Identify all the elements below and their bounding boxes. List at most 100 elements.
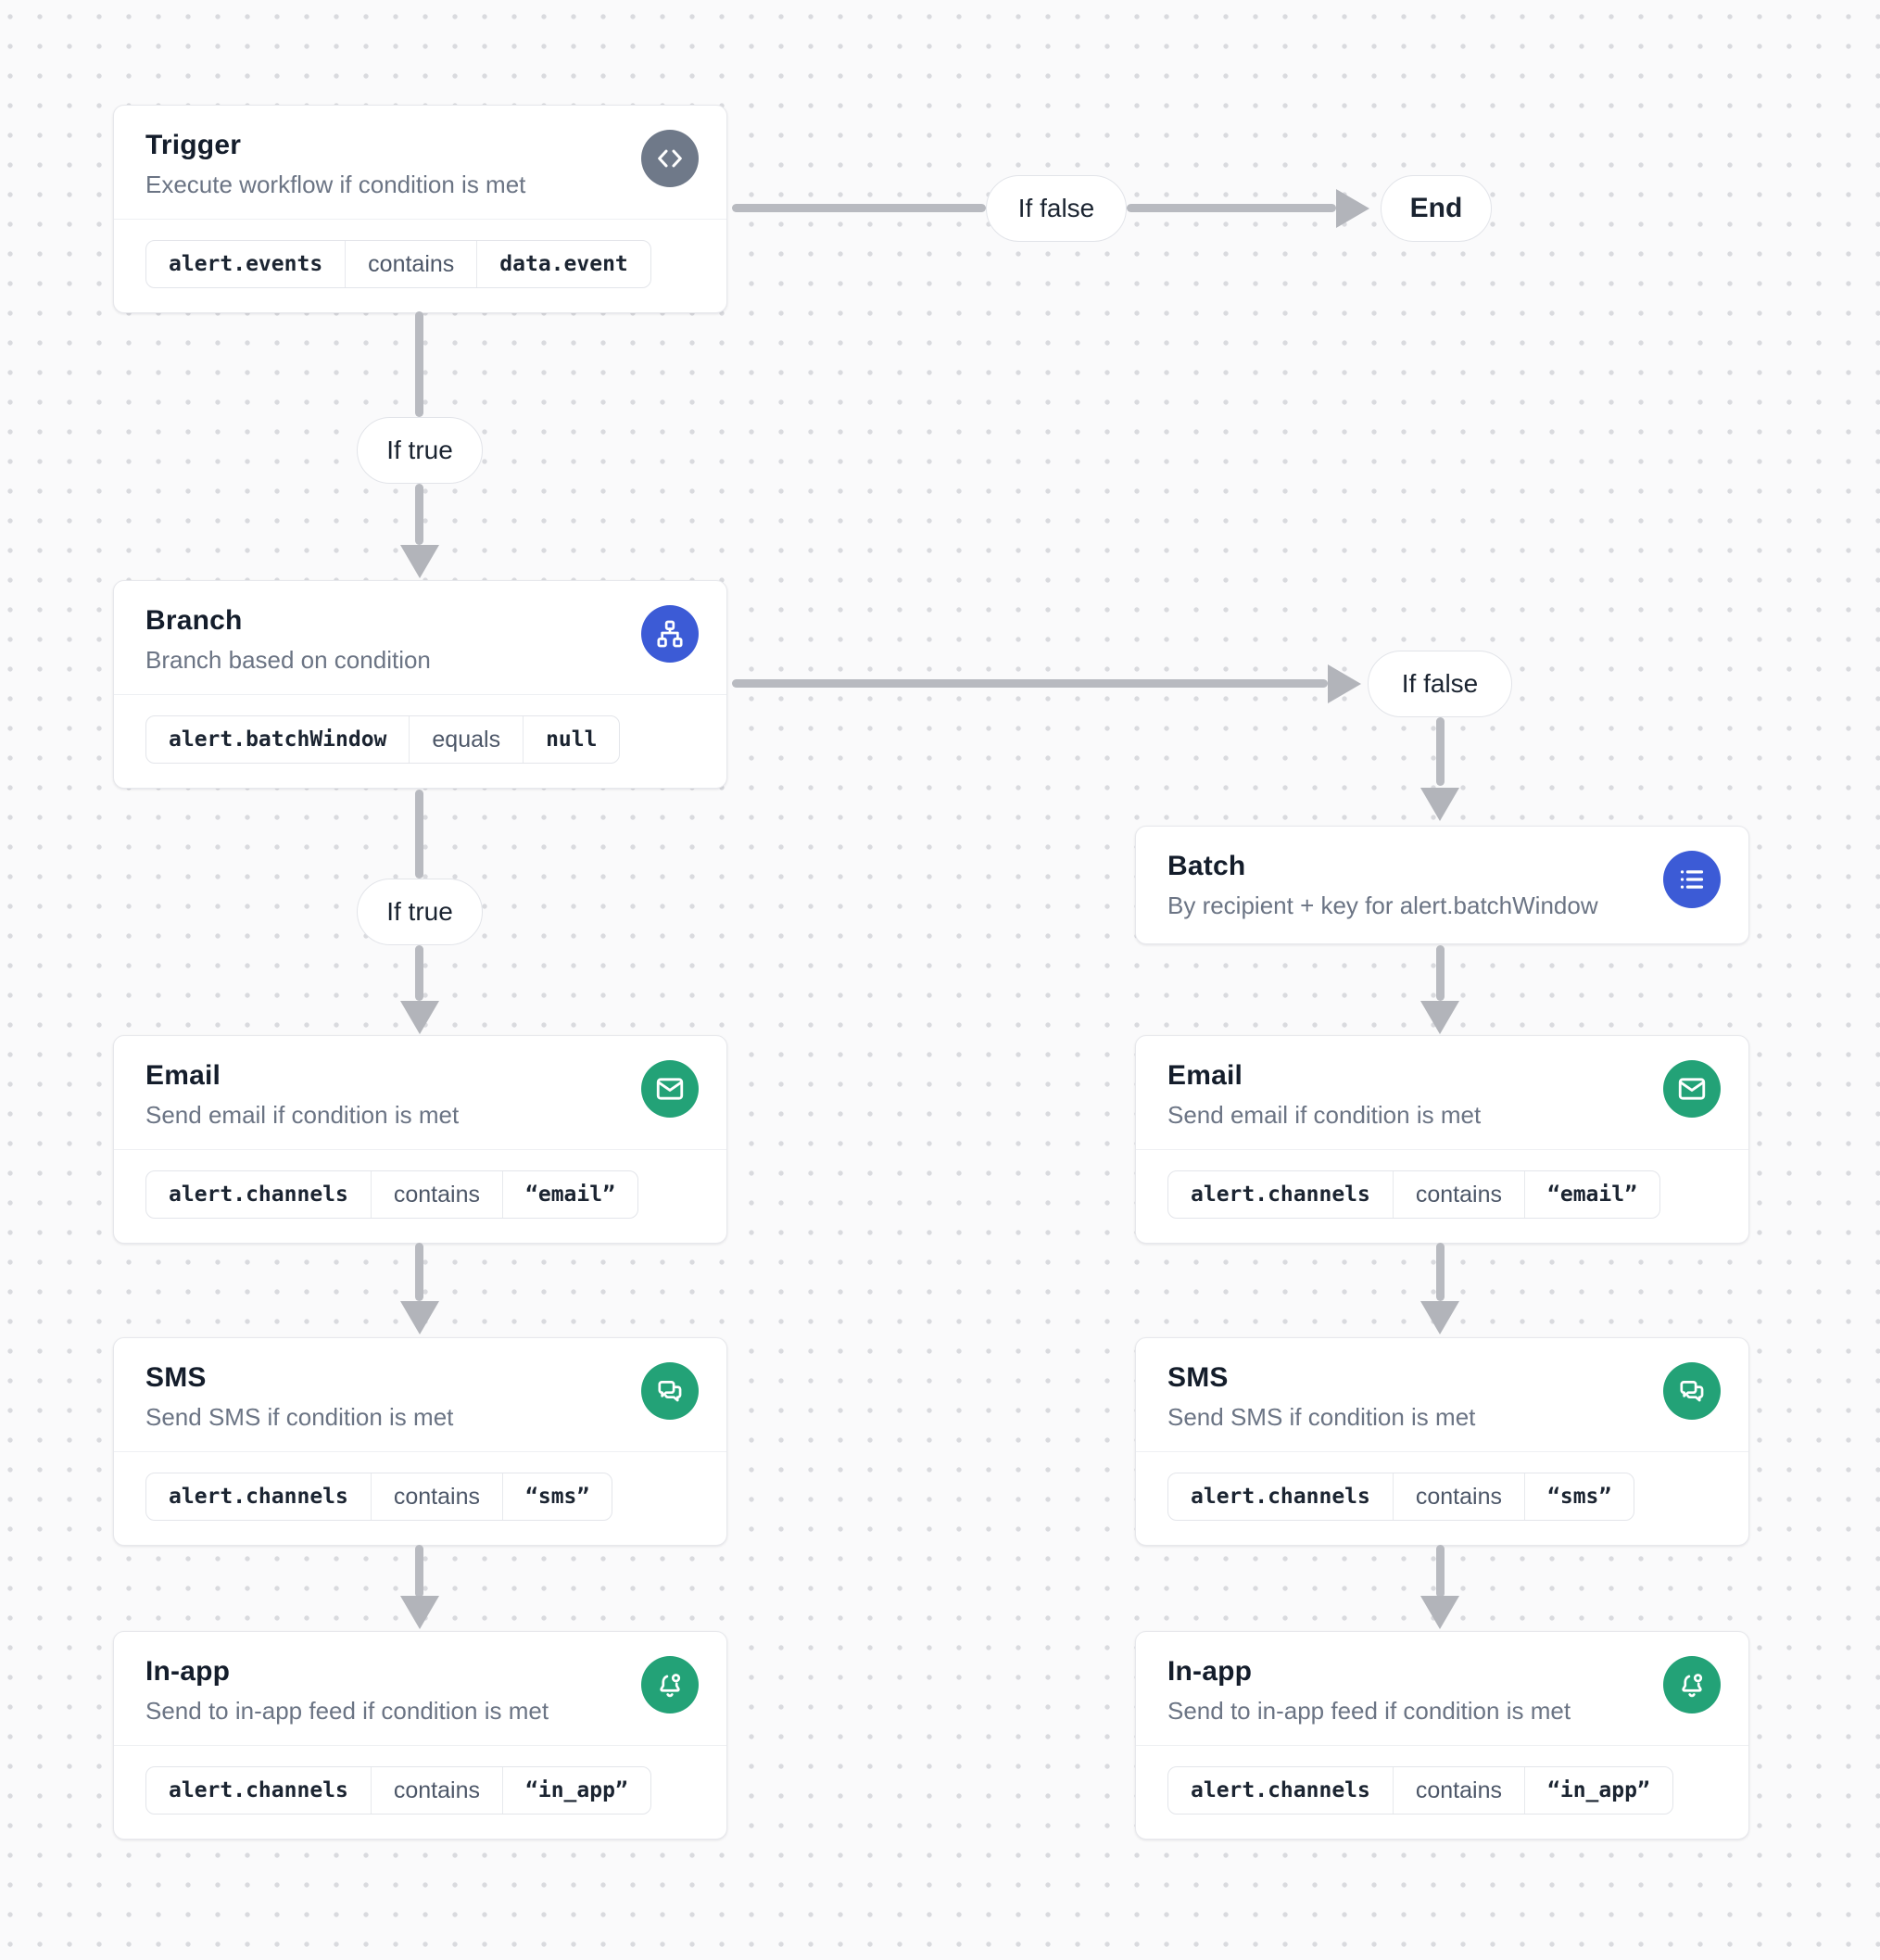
node-title: SMS [145, 1362, 207, 1393]
node-title: In-app [145, 1656, 231, 1687]
condition-section: alert.channels contains “email” [114, 1149, 726, 1243]
condition-field: alert.channels [1191, 1485, 1370, 1509]
condition-operator: contains [370, 1171, 502, 1218]
condition-chip: alert.channels contains “email” [1167, 1170, 1660, 1219]
arrow-head [1420, 1001, 1459, 1034]
condition-field: alert.channels [169, 1182, 348, 1207]
arrow-line [732, 204, 986, 212]
node-header: Branch Branch based on condition [114, 581, 726, 694]
condition-field: alert.batchWindow [169, 727, 387, 752]
condition-field: alert.channels [1191, 1182, 1370, 1207]
node-subtitle: Send to in-app feed if condition is met [145, 1697, 549, 1725]
condition-section: alert.batchWindow equals null [114, 694, 726, 788]
arrow-line [1436, 1545, 1445, 1598]
arrow-line [732, 679, 1328, 688]
node-header: SMS Send SMS if condition is met [114, 1338, 726, 1451]
arrow-head [1328, 664, 1361, 703]
condition-chip: alert.channels contains “in_app” [1167, 1766, 1673, 1815]
condition-field: alert.channels [1191, 1778, 1370, 1802]
node-title: Email [145, 1060, 221, 1091]
condition-section: alert.channels contains “sms” [1136, 1451, 1748, 1545]
condition-operator: contains [1392, 1171, 1524, 1218]
arrow-head [400, 1596, 439, 1629]
node-header: Email Send email if condition is met [114, 1036, 726, 1149]
node-header: Email Send email if condition is met [1136, 1036, 1748, 1149]
condition-section: alert.events contains data.event [114, 219, 726, 312]
node-title: Trigger [145, 130, 242, 160]
condition-value: “sms” [502, 1473, 612, 1520]
node-title: In-app [1167, 1656, 1253, 1687]
condition-operator: contains [370, 1767, 502, 1814]
condition-value: data.event [476, 241, 650, 287]
bell-icon [1663, 1656, 1721, 1713]
arrow-line [415, 790, 423, 879]
chat-bubbles-icon [1663, 1362, 1721, 1420]
arrow-head [400, 545, 439, 578]
arrow-head [1420, 788, 1459, 821]
condition-field: alert.events [169, 252, 323, 276]
end-node: End [1381, 175, 1492, 242]
node-subtitle: Send SMS if condition is met [1167, 1403, 1476, 1431]
in-app-node-right[interactable]: In-app Send to in-app feed if condition … [1135, 1631, 1749, 1840]
node-title: Email [1167, 1060, 1243, 1091]
condition-value: “sms” [1524, 1473, 1634, 1520]
edge-label-if-true: If true [357, 417, 483, 484]
in-app-node-left[interactable]: In-app Send to in-app feed if condition … [113, 1631, 727, 1840]
chat-bubbles-icon [641, 1362, 699, 1420]
condition-operator: contains [1392, 1767, 1524, 1814]
arrow-line [1436, 717, 1445, 786]
condition-value: null [523, 716, 619, 763]
condition-field: alert.channels [169, 1485, 348, 1509]
node-header: In-app Send to in-app feed if condition … [114, 1632, 726, 1745]
envelope-icon [641, 1060, 699, 1118]
node-subtitle: Send email if condition is met [145, 1101, 460, 1129]
condition-chip: alert.channels contains “sms” [1167, 1473, 1635, 1521]
node-subtitle: By recipient + key for alert.batchWindow [1167, 891, 1598, 919]
node-subtitle: Send email if condition is met [1167, 1101, 1482, 1129]
trigger-node[interactable]: Trigger Execute workflow if condition is… [113, 105, 727, 313]
condition-operator: contains [1392, 1473, 1524, 1520]
sms-node-right[interactable]: SMS Send SMS if condition is met alert.c… [1135, 1337, 1749, 1546]
arrow-line [1436, 945, 1445, 1001]
condition-section: alert.channels contains “email” [1136, 1149, 1748, 1243]
code-icon [641, 130, 699, 187]
condition-chip: alert.batchWindow equals null [145, 715, 621, 764]
node-subtitle: Execute workflow if condition is met [145, 171, 526, 198]
email-node-right[interactable]: Email Send email if condition is met ale… [1135, 1035, 1749, 1244]
node-header: Trigger Execute workflow if condition is… [114, 106, 726, 219]
condition-chip: alert.channels contains “email” [145, 1170, 638, 1219]
arrow-line [1127, 204, 1336, 212]
node-header: Batch By recipient + key for alert.batch… [1136, 827, 1748, 943]
condition-operator: contains [370, 1473, 502, 1520]
arrow-line [415, 945, 423, 1001]
edge-label-if-false: If false [986, 175, 1127, 242]
sms-node-left[interactable]: SMS Send SMS if condition is met alert.c… [113, 1337, 727, 1546]
condition-section: alert.channels contains “in_app” [1136, 1745, 1748, 1839]
arrow-head [400, 1001, 439, 1034]
condition-chip: alert.channels contains “in_app” [145, 1766, 651, 1815]
node-header: In-app Send to in-app feed if condition … [1136, 1632, 1748, 1745]
batch-node[interactable]: Batch By recipient + key for alert.batch… [1135, 826, 1749, 944]
arrow-head [1420, 1301, 1459, 1334]
condition-chip: alert.channels contains “sms” [145, 1473, 613, 1521]
condition-value: “email” [1524, 1171, 1659, 1218]
arrow-head [1420, 1596, 1459, 1629]
email-node-left[interactable]: Email Send email if condition is met ale… [113, 1035, 727, 1244]
sitemap-icon [641, 605, 699, 663]
branch-node[interactable]: Branch Branch based on condition alert.b… [113, 580, 727, 789]
arrow-line [415, 311, 423, 417]
condition-section: alert.channels contains “sms” [114, 1451, 726, 1545]
condition-section: alert.channels contains “in_app” [114, 1745, 726, 1839]
node-subtitle: Send SMS if condition is met [145, 1403, 454, 1431]
list-icon [1663, 851, 1721, 908]
node-title: SMS [1167, 1362, 1229, 1393]
condition-field: alert.channels [169, 1778, 348, 1802]
condition-chip: alert.events contains data.event [145, 240, 651, 288]
arrow-line [415, 1545, 423, 1598]
node-subtitle: Send to in-app feed if condition is met [1167, 1697, 1571, 1725]
arrow-line [1436, 1243, 1445, 1301]
arrow-head [1336, 189, 1369, 228]
arrow-line [415, 484, 423, 545]
node-header: SMS Send SMS if condition is met [1136, 1338, 1748, 1451]
